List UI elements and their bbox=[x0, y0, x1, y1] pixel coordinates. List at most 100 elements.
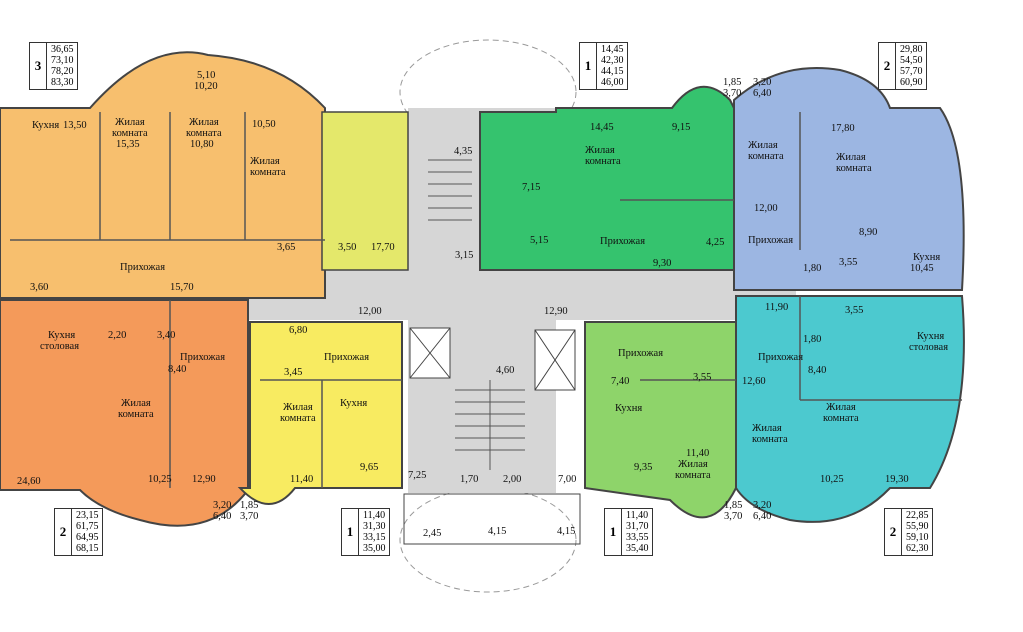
area-label: 17,70 bbox=[371, 242, 395, 253]
stairs-bottom bbox=[455, 380, 525, 470]
area-label: 12,60 bbox=[742, 376, 766, 387]
area-label: 3,70 bbox=[723, 88, 742, 99]
room-label: столовая bbox=[40, 341, 80, 352]
area-label: 4,60 bbox=[496, 365, 515, 376]
room-label: Жилая bbox=[250, 156, 280, 167]
room-label: Жилая bbox=[826, 402, 856, 413]
area-label: 9,15 bbox=[672, 122, 691, 133]
area-label: 8,90 bbox=[859, 227, 878, 238]
area-label: 3,65 bbox=[277, 242, 296, 253]
area-label: 2,45 bbox=[423, 528, 442, 539]
area-label: 8,40 bbox=[808, 365, 827, 376]
room-label: Жилая bbox=[283, 402, 313, 413]
area-label: 24,60 bbox=[17, 476, 41, 487]
area-label: 3,15 bbox=[455, 250, 474, 261]
area-label: 11,40 bbox=[686, 448, 710, 459]
area-label: 1,85 bbox=[724, 500, 743, 511]
room-label: комната bbox=[118, 409, 154, 420]
room-label: Прихожая bbox=[748, 235, 794, 246]
room-label: Кухня bbox=[917, 331, 945, 342]
area-label: 11,40 bbox=[290, 474, 314, 485]
area-label: 12,00 bbox=[754, 203, 778, 214]
bottom-stair-outline bbox=[399, 487, 577, 593]
apartment-1-room-left bbox=[237, 321, 403, 505]
room-label: Кухня bbox=[32, 120, 60, 131]
area-label: 6,40 bbox=[213, 511, 232, 522]
room-label: Прихожая bbox=[618, 348, 664, 359]
area-label: 2,00 bbox=[503, 474, 522, 485]
apartment-2-room-left bbox=[0, 299, 249, 527]
room-label: комната bbox=[280, 413, 316, 424]
room-label: Прихожая bbox=[120, 262, 166, 273]
area-label: 3,55 bbox=[845, 305, 864, 316]
apartment-3-living-strip bbox=[321, 111, 409, 271]
area-label: 14,45 bbox=[590, 122, 614, 133]
area-label: 10,25 bbox=[820, 474, 844, 485]
room-label: Жилая bbox=[752, 423, 782, 434]
area-label: 3,20 bbox=[753, 77, 772, 88]
area-label: 6,80 bbox=[289, 325, 308, 336]
room-label: Кухня bbox=[913, 252, 941, 263]
room-label: комната bbox=[836, 163, 872, 174]
area-label: 1,85 bbox=[723, 77, 742, 88]
room-label: Жилая bbox=[748, 140, 778, 151]
area-label: 9,30 bbox=[653, 258, 672, 269]
room-label: комната bbox=[250, 167, 286, 178]
apartment-2-room-top-right bbox=[733, 67, 965, 291]
room-label: комната bbox=[585, 156, 621, 167]
interior-walls bbox=[10, 112, 962, 488]
area-label: 5,10 bbox=[197, 70, 216, 81]
area-label: 3,55 bbox=[839, 257, 858, 268]
area-label: 10,50 bbox=[252, 119, 276, 130]
area-label: 7,40 bbox=[611, 376, 630, 387]
area-label: 4,25 bbox=[706, 237, 725, 248]
area-label: 13,50 bbox=[63, 120, 87, 131]
area-label: 6,40 bbox=[753, 88, 772, 99]
area-label: 10,45 bbox=[910, 263, 934, 274]
room-label: Жилая bbox=[678, 459, 708, 470]
apartment-3-room bbox=[0, 51, 326, 299]
area-label: 5,15 bbox=[530, 235, 549, 246]
area-label: 10,25 bbox=[148, 474, 172, 485]
area-label: 9,35 bbox=[634, 462, 653, 473]
room-label: Кухня bbox=[340, 398, 368, 409]
area-label: 6,40 bbox=[753, 511, 772, 522]
room-label: Кухня bbox=[615, 403, 643, 414]
area-label: 2,20 bbox=[108, 330, 127, 341]
area-label: 10,80 bbox=[190, 139, 214, 150]
area-label: 1,80 bbox=[803, 334, 822, 345]
room-label: Прихожая bbox=[758, 352, 804, 363]
area-label: 17,80 bbox=[831, 123, 855, 134]
area-label: 10,20 bbox=[194, 81, 218, 92]
area-label: 11,90 bbox=[765, 302, 789, 313]
room-label: Жилая bbox=[189, 117, 219, 128]
area-label: 7,25 bbox=[408, 470, 427, 481]
area-label: 19,30 bbox=[885, 474, 909, 485]
area-label: 3,70 bbox=[724, 511, 743, 522]
area-label: 3,45 bbox=[284, 367, 303, 378]
area-label: 3,50 bbox=[338, 242, 357, 253]
room-label: комната bbox=[675, 470, 711, 481]
area-label: 3,20 bbox=[213, 500, 232, 511]
room-label: Жилая bbox=[121, 398, 151, 409]
area-label: 1,70 bbox=[460, 474, 479, 485]
room-label: комната bbox=[752, 434, 788, 445]
area-label: 3,20 bbox=[753, 500, 772, 511]
room-label: комната bbox=[186, 128, 222, 139]
area-label: 3,55 bbox=[693, 372, 712, 383]
room-label: комната bbox=[823, 413, 859, 424]
balcony-bottom bbox=[403, 493, 581, 545]
room-label: Прихожая bbox=[324, 352, 370, 363]
area-label: 12,90 bbox=[192, 474, 216, 485]
stairs-top bbox=[428, 159, 472, 221]
area-label: 1,80 bbox=[803, 263, 822, 274]
room-label: Кухня bbox=[48, 330, 76, 341]
area-label: 3,70 bbox=[240, 511, 259, 522]
room-label: комната bbox=[748, 151, 784, 162]
